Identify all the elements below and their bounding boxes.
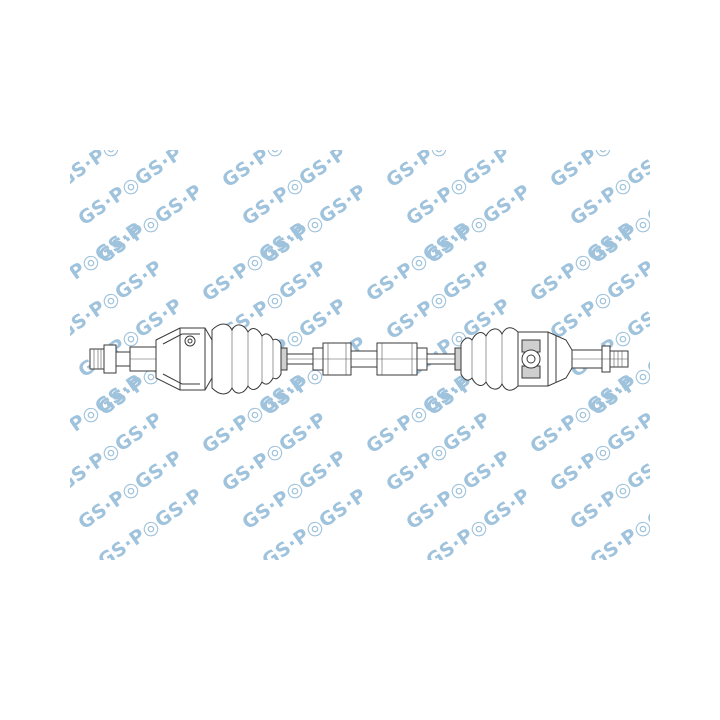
watermark-text: GS·P◎GS·P [198,66,311,154]
outer-boot [211,323,288,395]
watermark-text: GS·P◎GS·P [526,66,639,154]
inner-stub-right [571,345,629,373]
watermark-text: GS·P◎GS·P [362,66,475,154]
watermark-text: GS·P◎GS·P [0,484,43,572]
main-shaft [286,342,456,376]
watermark-text: GS·P◎GS·P [0,408,3,496]
outer-cv-joint [155,327,213,391]
watermark-text: GS·P◎GS·P [0,294,23,382]
drive-shaft [89,323,629,395]
watermark-text: GS·P◎GS·P [0,256,3,344]
outer-stub-left [89,344,157,374]
watermark-text: GS·P◎GS·P [0,104,3,192]
watermark-text: GS·P◎GS·P [0,332,43,420]
watermark-text: GS·P◎GS·P [0,180,43,268]
inner-tripod-joint [517,331,573,387]
watermark-text: GS·P◎GS·P [34,66,147,154]
watermark-text: GS·P◎GS·P [0,142,23,230]
watermark-text: GS·P◎GS·P [0,446,23,534]
